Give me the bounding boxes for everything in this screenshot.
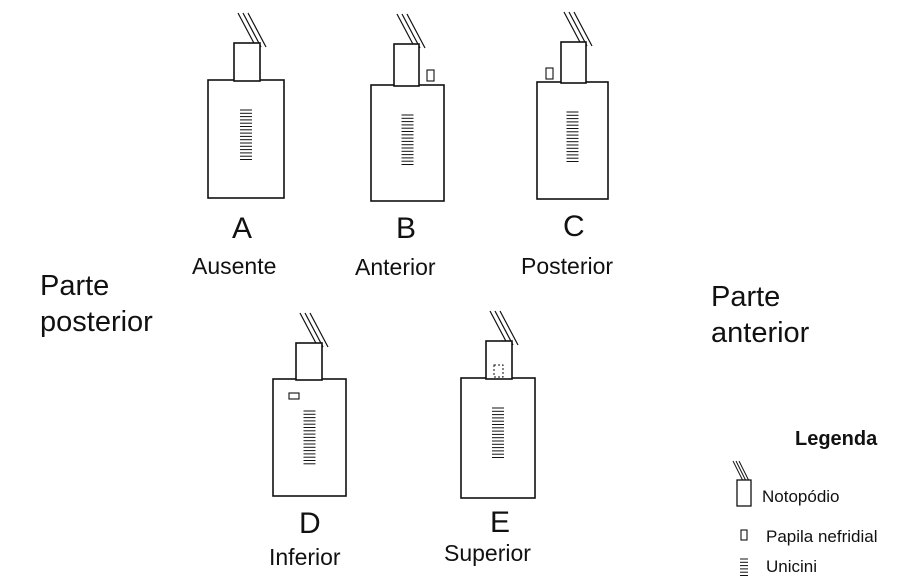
legend-icons [732, 460, 752, 576]
papilla-icon [545, 67, 554, 80]
chaetae-icon [237, 12, 267, 48]
uncini-icon [401, 114, 414, 165]
chaeta-line [735, 460, 748, 484]
chaetae-icon [396, 13, 426, 49]
panel-a-label: Ausente [192, 253, 277, 279]
chaeta-line [237, 12, 257, 48]
chaeta-line [568, 11, 588, 47]
notopodium-icon [560, 41, 587, 84]
parapodium-body [536, 81, 609, 200]
notopodium-shape [736, 479, 752, 507]
parapodium-figure-b [370, 13, 445, 202]
parapodium-figure-c [536, 11, 609, 200]
posterior-side-label-line-2: posterior [40, 306, 153, 338]
papilla-icon [740, 529, 748, 541]
anterior-side-label: Parte anterior [711, 279, 809, 351]
papilla-icon [493, 364, 504, 378]
notopodium-icon [393, 43, 420, 87]
uncini-icon [240, 109, 252, 160]
chaeta-line [304, 312, 324, 348]
chaeta-line [396, 13, 416, 49]
parapodium-figure-d [272, 312, 347, 497]
legend-item-papilla: Papila nefridial [766, 527, 878, 546]
chaeta-line [309, 312, 329, 348]
parapodium-figure-e [460, 310, 536, 499]
legend-item-unicini: Unicini [766, 557, 818, 576]
anterior-side-label-line-1: Parte [711, 281, 781, 313]
posterior-side-label-line-1: Parte [40, 270, 110, 302]
notopodium-icon [732, 460, 752, 507]
parapodium-figure-a [207, 12, 285, 199]
chaeta-line [494, 310, 514, 346]
notopodium-icon [295, 342, 323, 381]
panel-d-letter: D [299, 507, 321, 540]
anterior-side-label-line-2: anterior [711, 317, 810, 349]
panel-c-letter: C [563, 210, 585, 243]
papilla-icon [426, 69, 435, 82]
chaeta-line [499, 310, 519, 346]
papilla-icon [288, 392, 300, 400]
chaeta-line [738, 460, 751, 484]
chaeta-line [242, 12, 262, 48]
notopodium-icon [485, 340, 513, 380]
chaetae-icon [299, 312, 329, 348]
panel-e-label: Superior [444, 540, 531, 566]
notopodium-icon [233, 42, 261, 82]
chaeta-line [732, 460, 745, 484]
panel-a-letter: A [232, 212, 253, 245]
uncini-icon [566, 111, 579, 162]
parapodia-figures [207, 11, 609, 499]
chaeta-line [299, 312, 319, 348]
panel-e-letter: E [490, 506, 511, 539]
parapodium-body [370, 84, 445, 202]
chaeta-line [489, 310, 509, 346]
uncini-icon [740, 558, 748, 576]
panel-c-label: Posterior [521, 253, 614, 279]
chaetae-icon [563, 11, 593, 47]
uncini-icon [303, 410, 316, 465]
chaeta-line [401, 13, 421, 49]
chaeta-line [563, 11, 583, 47]
chaetae-icon [489, 310, 519, 346]
uncini-icon [492, 407, 504, 458]
parapodium-body [207, 79, 285, 199]
legend-title: Legenda [795, 428, 878, 450]
chaeta-line [247, 12, 267, 48]
legend-item-notopodium: Notopódio [762, 487, 840, 506]
posterior-side-label: Parte posterior [40, 268, 153, 340]
panel-d-label: Inferior [269, 544, 341, 570]
chaeta-line [406, 13, 426, 49]
panel-b-label: Anterior [355, 254, 436, 280]
panel-b-letter: B [396, 212, 417, 245]
chaeta-line [573, 11, 593, 47]
